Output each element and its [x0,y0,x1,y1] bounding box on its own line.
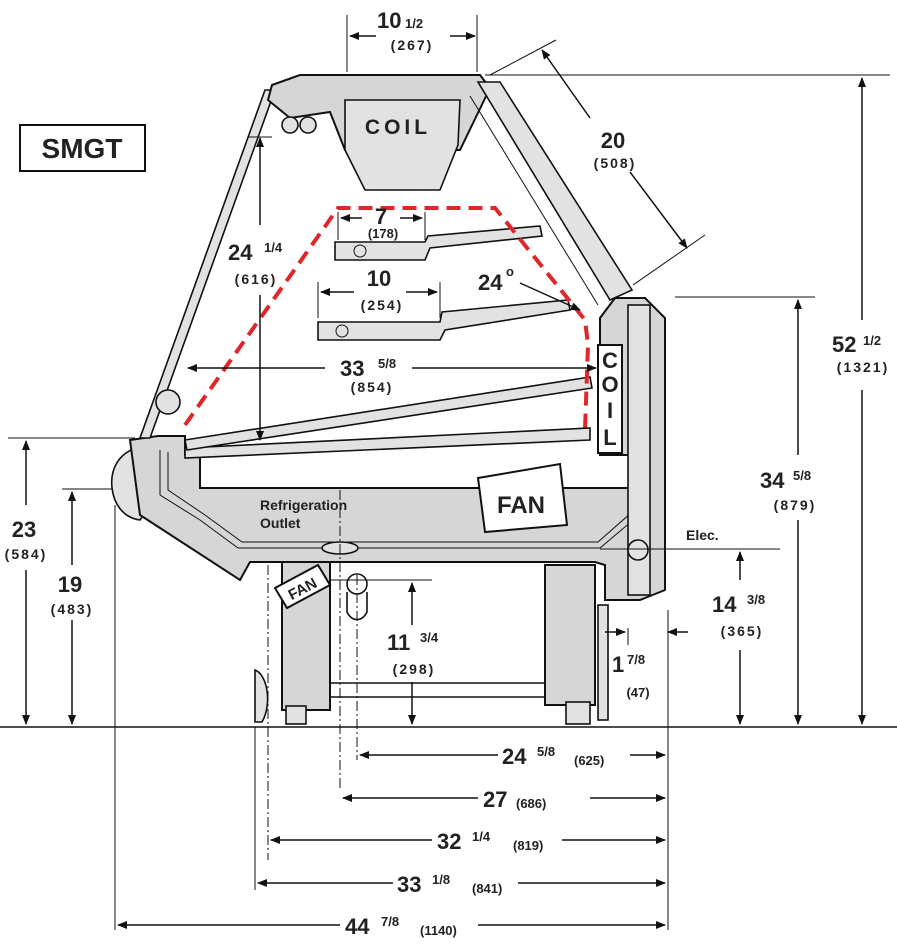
case-body [0,74,897,728]
dim-top-width-frac: 1/2 [405,16,423,31]
dim-overall-height-whole: 52 [832,332,856,357]
dim-deck-frac: 5/8 [378,356,396,371]
light-1 [281,116,299,134]
coil-top-label: COIL [365,116,431,139]
refrigeration-outlet-line2: Outlet [260,515,301,531]
dim-elec-offset-whole: 1 [612,652,624,677]
labels: SMGT COIL C O I L FAN FAN Refrigeration … [19,116,719,604]
dim-top-width-whole: 10 [377,8,401,33]
coil-side-letter-4: L [603,425,616,450]
front-glass [138,89,277,439]
dim-overall-height-mm: (1321) [837,359,889,375]
kick-plate [597,604,609,721]
dim-front-23-whole: 23 [12,517,36,542]
dim-angle-whole: 24 [478,270,503,295]
shelf-upper-bracket [353,244,367,258]
dim-shelf-mid-mm: (254) [361,297,404,313]
dim-shelf-mid-whole: 10 [367,266,391,291]
dim-b1-whole: 24 [502,744,527,769]
dim-b4-mm: (841) [472,881,502,896]
light-2 [299,116,317,134]
dim-b3-whole: 32 [437,829,461,854]
dim-overall-height-frac: 1/2 [863,333,881,348]
dim-rear-height-frac: 5/8 [793,468,811,483]
fan-main-box [476,462,569,534]
rear-glass-inner [469,95,599,306]
model-label-box [19,124,146,172]
dimension-lines [8,15,890,930]
fan-main-label: FAN [497,492,545,519]
model-label: SMGT [42,133,123,164]
product-zone-outline [183,206,591,431]
shelf-lower [184,376,593,451]
dim-shelf-top-whole: 7 [375,204,387,229]
dim-b1-mm: (625) [574,753,604,768]
dim-elec-height-whole: 14 [712,592,737,617]
dim-b5-whole: 44 [345,914,370,939]
coil-side-letter-1: C [602,348,618,373]
dim-glass-mm: (508) [594,155,637,171]
dim-elec-height-frac: 3/8 [747,592,765,607]
dim-b4-whole: 33 [397,872,421,897]
dim-display-height-frac: 1/4 [264,240,283,255]
dim-b3-mm: (819) [513,838,543,853]
coil-side-box [597,344,623,454]
dim-front-19-whole: 19 [58,572,82,597]
dim-b1-frac: 5/8 [537,744,555,759]
dim-deck-whole: 33 [340,356,364,381]
dim-top-width-mm: (267) [391,37,434,53]
front-foot-cover [254,668,269,723]
dim-front-23-mm: (584) [5,546,48,562]
coil-side-letter-3: I [607,398,613,423]
dim-rear-height-whole: 34 [760,468,785,493]
dim-front-19-mm: (483) [51,601,94,617]
dim-angle-sup: o [506,264,514,279]
dim-outlet-height-frac: 3/4 [420,630,439,645]
dim-b2-whole: 27 [483,787,507,812]
front-hinge [155,389,181,415]
rear-foot [565,701,591,725]
dim-b5-frac: 7/8 [381,914,399,929]
dim-display-height-mm: (616) [235,271,278,287]
shelf-middle [317,299,571,341]
rear-leg [544,564,596,706]
dim-b2-mm: (686) [516,796,546,811]
dim-elec-offset-frac: 7/8 [627,652,645,667]
fan-small-box [273,563,332,610]
dim-display-height-whole: 24 [228,240,253,265]
coil-top-box [344,99,461,191]
rear-glass [476,81,634,302]
refrigeration-outlet-line1: Refrigeration [260,497,347,513]
dimension-text: 10 1/2 (267) 20 (508) 7 (178) 10 (254) 2… [5,8,889,939]
dim-elec-offset-mm: (47) [626,685,649,700]
dim-outlet-height-whole: 11 [387,630,410,655]
dim-shelf-top-mm: (178) [368,226,398,241]
dim-rear-height-mm: (879) [774,497,817,513]
deck-pan [184,427,591,459]
coil-side-letter-2: O [601,372,618,397]
electrical-box [627,539,649,561]
dim-outlet-height-mm: (298) [393,661,436,677]
dim-glass-whole: 20 [601,128,625,153]
front-foot [285,705,307,725]
elec-label: Elec. [686,527,719,543]
dim-b4-frac: 1/8 [432,872,450,887]
shelf-upper [334,225,543,261]
rear-duct [627,304,651,596]
dim-b5-mm: (1140) [420,923,457,938]
tub-liner-inner [167,452,641,543]
dim-deck-mm: (854) [351,379,394,395]
shelf-middle-bracket [335,324,349,338]
dim-elec-height-mm: (365) [721,623,764,639]
dim-b3-frac: 1/4 [472,829,491,844]
